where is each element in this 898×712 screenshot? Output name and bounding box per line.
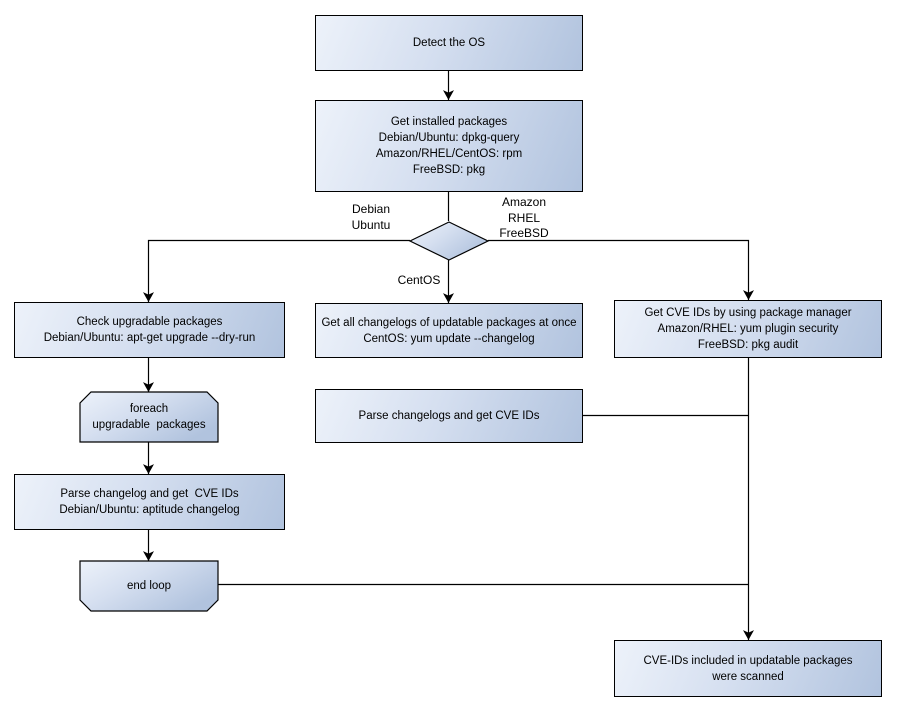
connector-decision-to-get-cve [488, 239, 754, 300]
edge-label-debian-ubuntu: Debian Ubuntu [331, 202, 411, 233]
node-line: Parse changelog and get CVE IDs [60, 488, 239, 500]
edge-label-line: Ubuntu [351, 217, 391, 232]
node-line: CVE-IDs included in updatable packages [643, 654, 853, 667]
node-line: foreach [129, 403, 169, 415]
node-line: Debian/Ubuntu: aptitude changelog [59, 504, 240, 516]
node-line: Debian/Ubuntu: dpkg-query [378, 132, 520, 144]
node-result-scanned: CVE-IDs included in updatable packages w… [614, 640, 882, 697]
node-line: CentOS: yum update --changelog [363, 332, 535, 345]
node-line: Amazon/RHEL/CentOS: rpm [375, 148, 523, 160]
node-get-cve-package-manager: Get CVE IDs by using package manager Ama… [614, 300, 882, 358]
node-check-upgradable: Check upgradable packages Debian/Ubuntu:… [14, 302, 285, 358]
end-loop-shape [79, 560, 219, 612]
foreach-loop-shape [79, 391, 219, 443]
node-detect-os-label: Detect the OS [412, 37, 486, 49]
node-line: FreeBSD: pkg [412, 164, 486, 176]
node-foreach-loop: foreach upgradable packages [80, 392, 218, 442]
node-line: Get all changelogs of updatable packages… [321, 316, 577, 329]
node-line: Debian/Ubuntu: apt-get upgrade --dry-run [43, 332, 256, 344]
node-line: FreeBSD: pkg audit [697, 339, 799, 351]
node-parse-changelogs-centos: Parse changelogs and get CVE IDs [315, 389, 583, 443]
edge-label-amazon-rhel-freebsd: Amazon RHEL FreeBSD [484, 195, 564, 242]
node-detect-os: Detect the OS [315, 15, 583, 71]
edge-label-line: FreeBSD [499, 226, 549, 240]
edge-label-line: Debian [351, 202, 391, 216]
node-line: were scanned [712, 670, 784, 683]
os-decision-diamond [408, 221, 490, 261]
node-line: Amazon/RHEL: yum plugin security [657, 323, 839, 335]
edge-label-line: RHEL [507, 210, 540, 225]
node-end-loop: end loop [80, 561, 218, 611]
node-line: Parse changelogs and get CVE IDs [358, 410, 540, 422]
connector-decision-to-check-upgradable [143, 239, 410, 302]
node-line: Get installed packages [390, 116, 508, 128]
node-parse-changelog-debian: Parse changelog and get CVE IDs Debian/U… [14, 474, 285, 530]
node-line: upgradable packages [92, 419, 206, 431]
node-get-changelogs-centos: Get all changelogs of updatable packages… [315, 303, 583, 358]
node-line: Check upgradable packages [76, 316, 223, 328]
node-line: Get CVE IDs by using package manager [644, 307, 852, 319]
edge-label-centos: CentOS [389, 273, 449, 289]
edge-label-line: Amazon [501, 195, 547, 209]
node-line: end loop [126, 580, 172, 592]
edge-label-line: CentOS [397, 273, 441, 287]
node-get-installed-packages: Get installed packages Debian/Ubuntu: dp… [315, 100, 583, 192]
